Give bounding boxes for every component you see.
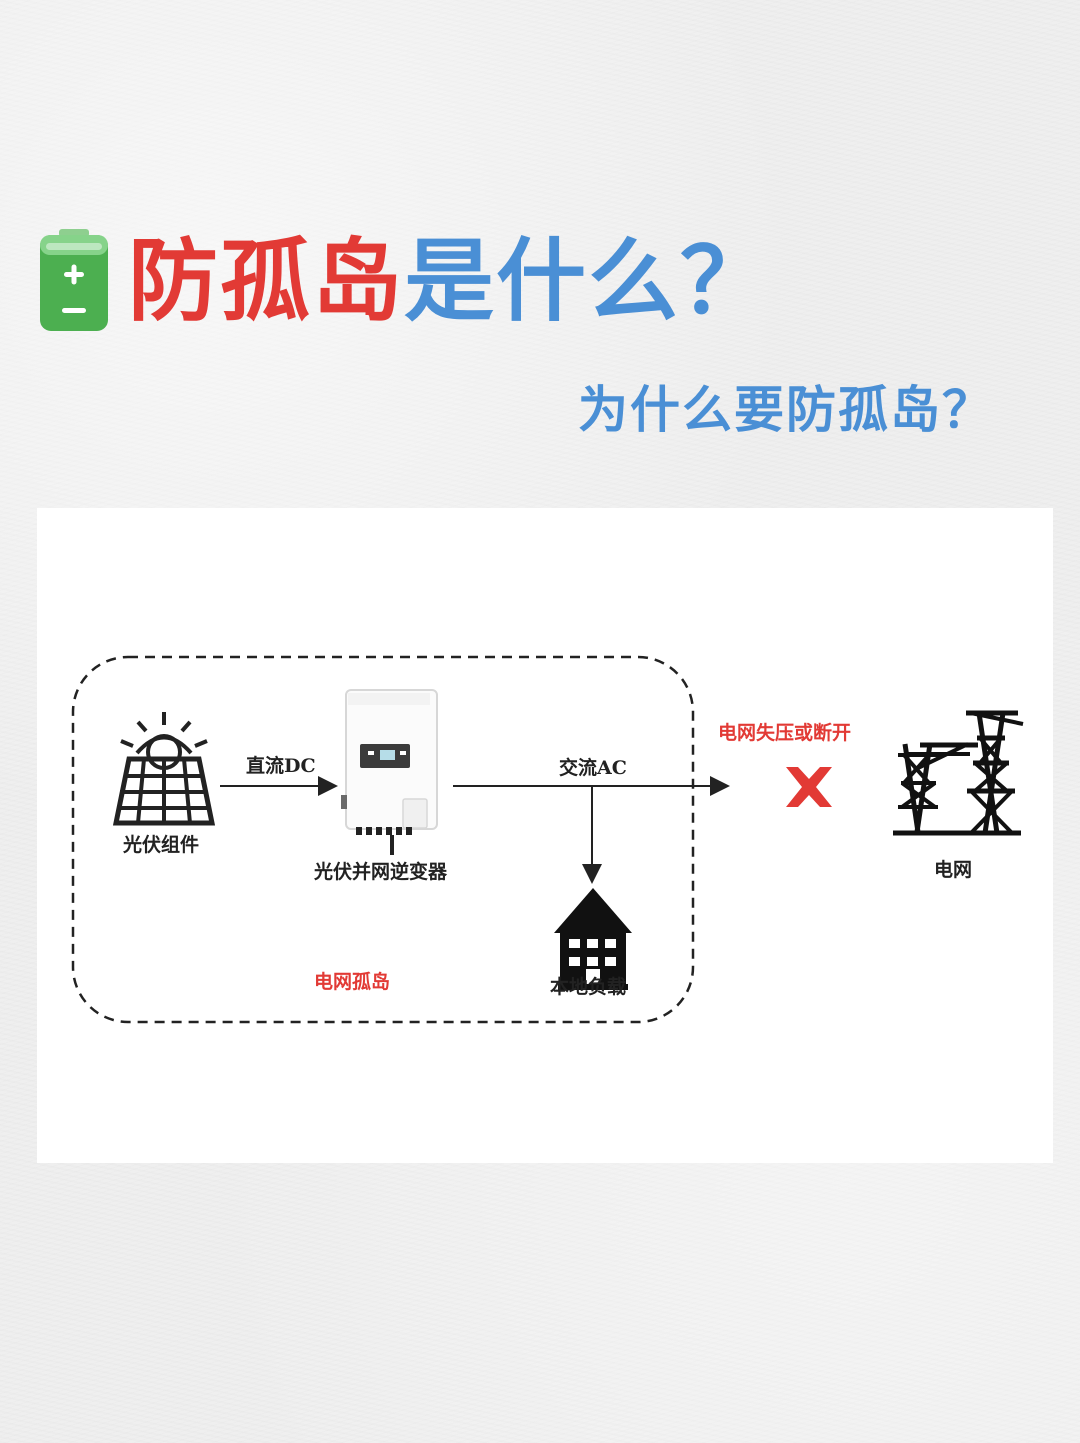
fault-label: 电网失压或断开: [718, 722, 852, 744]
page-title-red: 防孤岛: [128, 228, 404, 334]
island-boundary: [71, 655, 695, 1024]
ac-line: [453, 776, 730, 884]
diagram-card: 光伏组件 直流DC 光伏并网逆变器 交流AC 电网失压或断开 电网 本地负载 电…: [37, 508, 1053, 1163]
pv-module-label: 光伏组件: [123, 834, 200, 856]
solar-panel-icon: [112, 712, 216, 826]
title-row: 防孤岛 是什么？: [38, 226, 772, 336]
battery-icon: [40, 229, 108, 331]
load-label: 本地负载: [550, 976, 627, 998]
house-icon: [554, 888, 632, 990]
cross-mark-icon: [786, 767, 832, 807]
page-title-blue: 是什么？: [404, 228, 772, 334]
ac-label: 交流AC: [559, 757, 627, 779]
inverter-label: 光伏并网逆变器: [314, 861, 448, 883]
grid-label: 电网: [934, 859, 973, 881]
dc-label: 直流DC: [246, 755, 316, 777]
inverter-icon: [341, 689, 438, 855]
page-subtitle: 为什么要防孤岛？: [578, 380, 994, 439]
island-label: 电网孤岛: [314, 971, 391, 993]
power-tower-icon: [893, 710, 1024, 836]
diagram-svg: [71, 655, 1024, 1024]
